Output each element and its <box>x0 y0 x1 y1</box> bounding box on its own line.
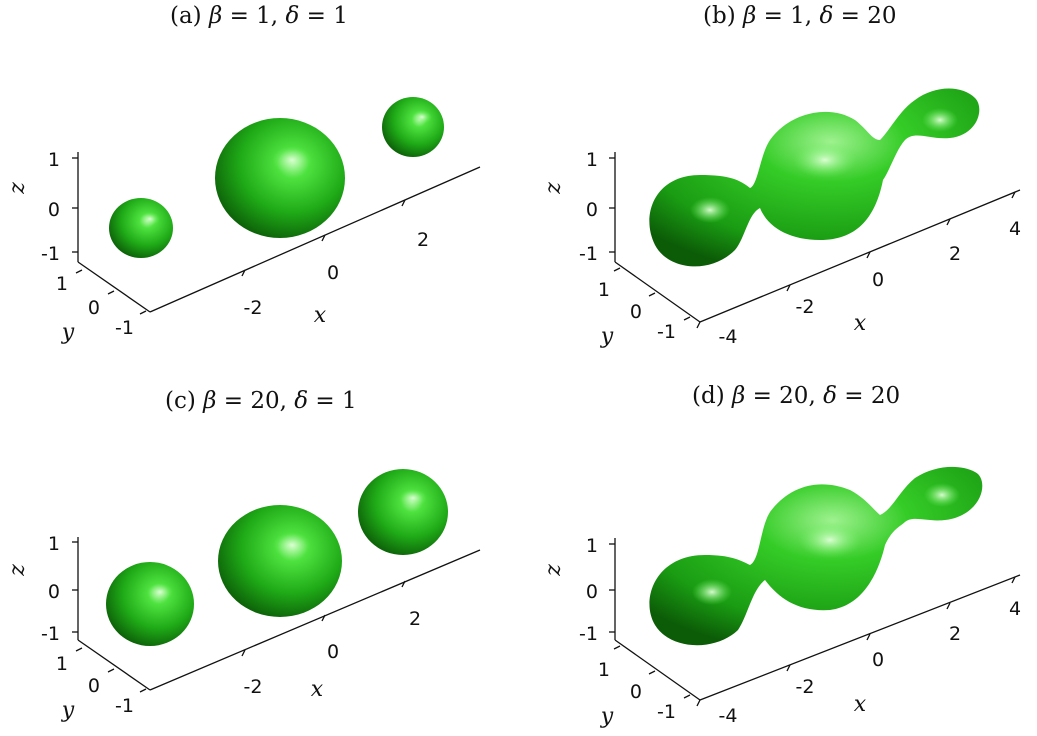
y-tick: 0 <box>88 675 100 697</box>
x-axis-label: x <box>311 677 324 702</box>
blob-highlight <box>692 579 732 605</box>
y-tick: 0 <box>88 297 100 319</box>
blob-highlight <box>690 197 730 223</box>
panel-c: 1 0 -1 z 1 0 -1 y -2 0 2 x <box>5 469 481 723</box>
blob-highlight <box>924 483 960 507</box>
z-tick: -1 <box>579 243 598 265</box>
x-tick: -4 <box>719 326 738 348</box>
panel-d: 1 0 -1 z 1 0 -1 y -4 -2 0 2 4 x <box>541 466 1021 729</box>
panel-a: 1 0 -1 z 1 0 -1 y -2 0 2 x <box>5 97 481 345</box>
blob-highlight <box>798 522 862 558</box>
z-tick: 1 <box>586 149 598 171</box>
y-axis-label: y <box>600 324 614 349</box>
panel-a-axes <box>72 152 481 315</box>
z-tick: -1 <box>41 243 60 265</box>
z-tick: 1 <box>586 535 598 557</box>
y-tick: -1 <box>657 701 676 723</box>
z-tick: 0 <box>586 581 598 603</box>
z-tick: -1 <box>41 623 60 645</box>
x-tick: 0 <box>872 649 884 671</box>
y-tick: -1 <box>115 317 134 339</box>
x-tick: 2 <box>409 608 421 630</box>
x-tick: 0 <box>327 262 339 284</box>
z-axis-label: z <box>541 564 566 577</box>
sphere-highlight <box>272 146 312 174</box>
panel-d-axes <box>609 538 1021 707</box>
sphere-highlight <box>140 212 160 226</box>
y-tick: 1 <box>56 653 68 675</box>
x-tick: -2 <box>244 297 263 319</box>
panel-d-title: (d) β = 20, δ = 20 <box>692 383 901 409</box>
x-axis-label: x <box>314 303 327 328</box>
blob-surface <box>649 88 980 267</box>
x-tick: 2 <box>949 623 961 645</box>
sphere-highlight <box>273 532 311 558</box>
y-tick: 1 <box>598 279 610 301</box>
y-tick: 1 <box>56 273 68 295</box>
y-axis-label: y <box>600 704 614 729</box>
blob-highlight <box>793 142 857 178</box>
y-tick: 0 <box>630 301 642 323</box>
x-tick: 0 <box>872 269 884 291</box>
blob-highlight <box>922 108 958 132</box>
panel-c-axes <box>72 537 481 693</box>
y-tick: -1 <box>115 695 134 717</box>
x-tick: 0 <box>327 641 339 663</box>
x-axis-label: x <box>854 692 867 717</box>
x-tick: 4 <box>1009 598 1021 620</box>
z-tick: 0 <box>586 199 598 221</box>
x-tick: 2 <box>949 243 961 265</box>
z-tick: 1 <box>48 533 60 555</box>
panel-b-title: (b) β = 1, δ = 20 <box>703 3 897 29</box>
x-tick: -2 <box>244 676 263 698</box>
sphere-small-right <box>382 97 444 157</box>
sphere-highlight <box>147 583 173 601</box>
sphere-highlight <box>412 110 432 124</box>
z-axis-label: z <box>5 564 30 577</box>
y-tick: 1 <box>598 659 610 681</box>
sphere-left <box>106 562 194 646</box>
z-tick: 0 <box>48 581 60 603</box>
y-axis-label: y <box>61 320 75 345</box>
y-tick: -1 <box>657 321 676 343</box>
panel-b-axes <box>609 152 1021 329</box>
x-tick: -4 <box>719 705 738 727</box>
x-tick: -2 <box>796 676 815 698</box>
y-axis-label: y <box>61 698 75 723</box>
y-tick: 0 <box>630 681 642 703</box>
z-tick: 1 <box>48 149 60 171</box>
x-tick: 2 <box>417 229 429 251</box>
z-axis-label: z <box>541 182 566 195</box>
z-axis-label: z <box>5 182 30 195</box>
sphere-highlight <box>399 489 427 507</box>
z-tick: -1 <box>579 623 598 645</box>
sphere-right <box>358 469 448 555</box>
x-axis-label: x <box>854 311 867 336</box>
panel-a-title: (a) β = 1, δ = 1 <box>170 3 348 29</box>
panel-c-title: (c) β = 20, δ = 1 <box>165 388 357 414</box>
sphere-middle <box>218 505 342 617</box>
sphere-large-middle <box>215 118 345 238</box>
x-tick: 4 <box>1009 218 1021 240</box>
sphere-small-left <box>109 198 173 258</box>
panel-b: 1 0 -1 z 1 0 -1 y -4 -2 0 2 4 x <box>541 88 1021 349</box>
x-tick: -2 <box>796 296 815 318</box>
z-tick: 0 <box>48 199 60 221</box>
